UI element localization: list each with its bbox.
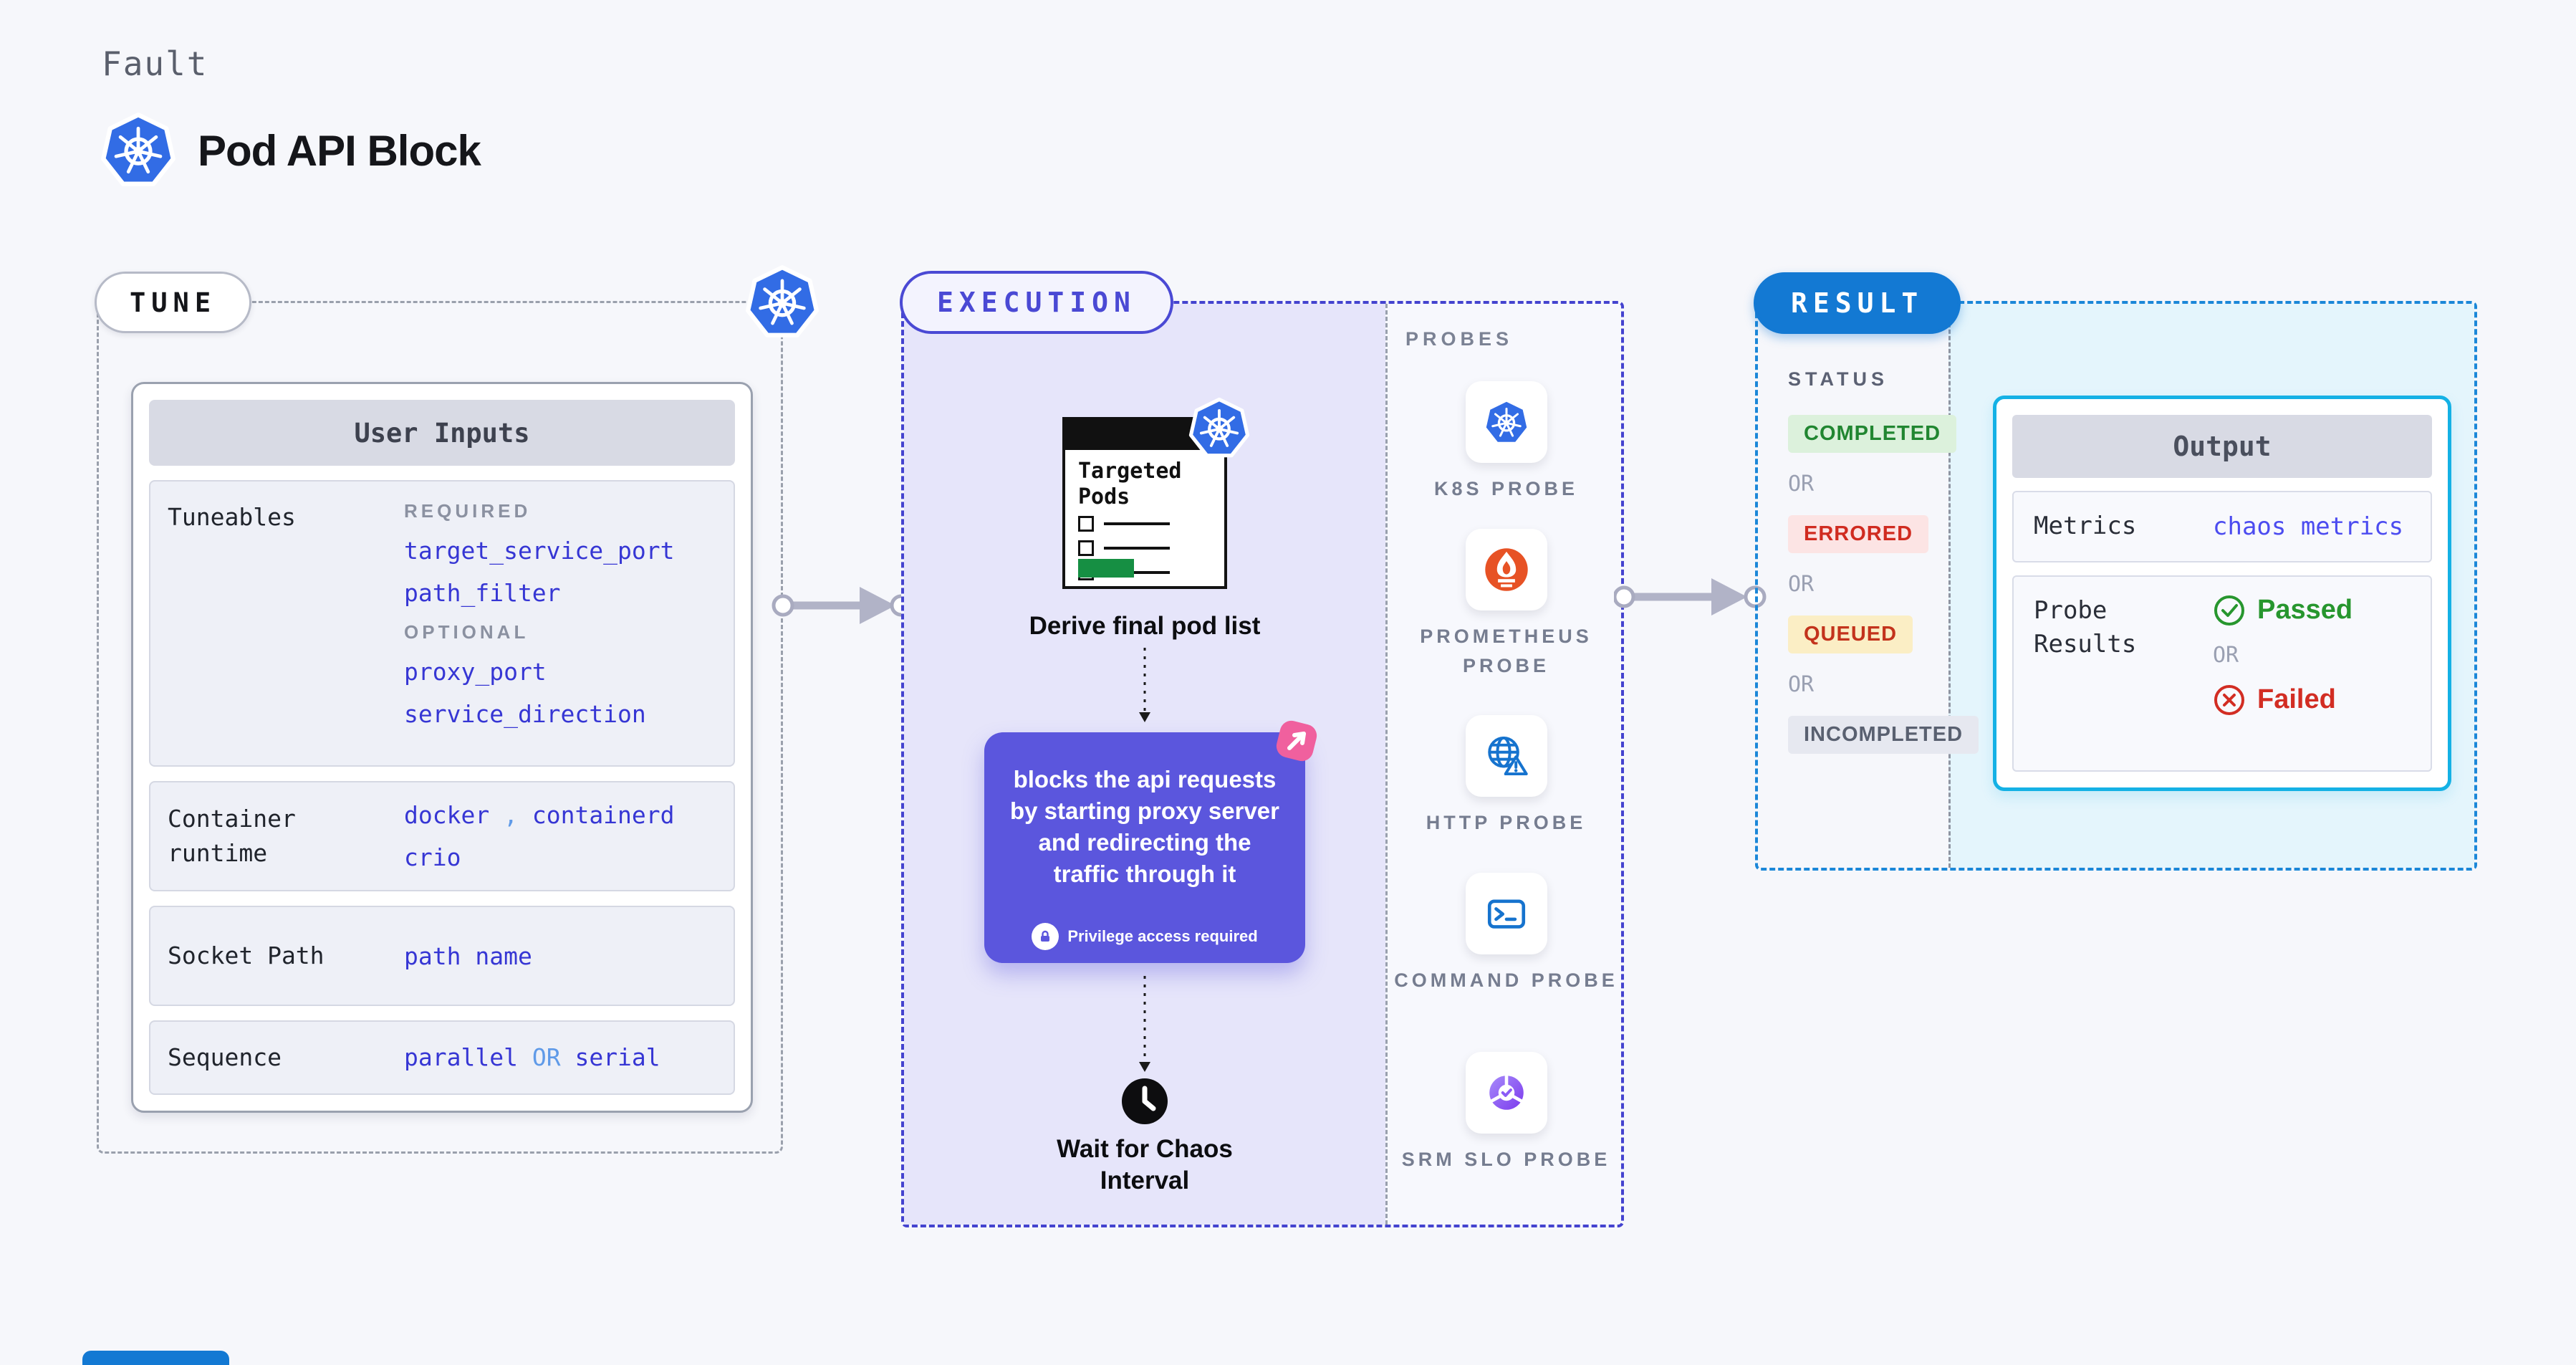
execution-to-result-arrow	[1614, 578, 1767, 616]
probes-divider	[1385, 304, 1388, 1225]
page-title: Pod API Block	[198, 127, 481, 175]
status-column: STATUS COMPLETED OR ERRORED OR QUEUED OR…	[1788, 368, 1979, 754]
kubernetes-icon	[100, 112, 176, 188]
param-service-direction: service_direction	[404, 700, 646, 728]
tuneables-label: Tuneables	[168, 503, 296, 531]
lock-icon	[1032, 923, 1059, 950]
optional-label: OPTIONAL	[404, 621, 529, 643]
or-separator: OR	[2213, 642, 2239, 668]
kubernetes-icon	[1188, 397, 1250, 459]
status-badge-completed: COMPLETED	[1788, 415, 1957, 453]
probe-item-k8s: K8S PROBE	[1385, 381, 1627, 504]
next-section-pill-cut	[82, 1351, 229, 1365]
user-inputs-card: User Inputs Tuneables REQUIRED target_se…	[131, 382, 753, 1113]
fault-action-card: blocks the api requests by starting prox…	[984, 720, 1317, 963]
probe-results-row: Probe Results Passed OR	[2012, 575, 2432, 772]
x-circle-icon	[2214, 684, 2244, 715]
probe-item-command: COMMAND PROBE	[1385, 873, 1627, 995]
pod-checklist-item	[1078, 516, 1170, 532]
flow-connector-arrow	[1139, 648, 1150, 722]
status-badge-queued: QUEUED	[1788, 616, 1913, 653]
kubernetes-icon	[1465, 381, 1547, 463]
user-inputs-header: User Inputs	[149, 400, 735, 466]
check-circle-icon	[2214, 595, 2244, 626]
status-badge-incompleted: INCOMPLETED	[1788, 716, 1979, 754]
http-icon	[1465, 715, 1547, 797]
or-separator: OR	[1788, 672, 1815, 697]
execution-section-label: EXECUTION	[900, 271, 1173, 334]
metrics-row: Metrics chaos metrics	[2012, 491, 2432, 562]
derive-pod-list-caption: Derive final pod list	[1029, 612, 1261, 640]
privilege-note: Privilege access required	[984, 923, 1305, 950]
probe-result-failed: Failed	[2213, 684, 2352, 717]
execution-section: EXECUTION Targeted Pods Derive final pod…	[900, 271, 1627, 1227]
probe-item-prometheus: PROMETHEUS PROBE	[1385, 529, 1627, 680]
status-badge-errored: ERRORED	[1788, 515, 1929, 553]
probe-results-label: Probe Results	[2034, 595, 2137, 659]
pods-progress-bar	[1078, 559, 1134, 578]
metrics-label: Metrics	[2034, 512, 2137, 540]
tune-section: TUNE User Inputs Tuneables REQUIRED targ…	[95, 301, 783, 1154]
result-section: RESULT STATUS COMPLETED OR ERRORED OR QU…	[1754, 272, 2477, 871]
result-divider	[1948, 304, 1951, 868]
container-runtime-row: Container runtime docker , containerd cr…	[149, 781, 735, 891]
param-target-service-port: target_service_port	[404, 537, 675, 565]
status-label: STATUS	[1788, 368, 1888, 390]
prometheus-icon	[1465, 529, 1547, 610]
param-proxy-port: proxy_port	[404, 658, 547, 686]
sequence-row: Sequence parallel OR serial	[149, 1020, 735, 1095]
targeted-pods-card: Targeted Pods	[1062, 417, 1227, 589]
sequence-value: parallel OR serial	[404, 1043, 660, 1072]
srm-slo-icon	[1465, 1052, 1547, 1134]
probe-result-passed: Passed	[2213, 594, 2352, 627]
socket-path-label: Socket Path	[168, 942, 325, 970]
socket-path-value: path name	[404, 942, 532, 970]
flow-connector-arrow	[1139, 976, 1150, 1072]
or-separator: OR	[1788, 572, 1815, 597]
tuneables-row: Tuneables REQUIRED target_service_port p…	[149, 480, 735, 767]
targeted-pods-title: Targeted Pods	[1078, 459, 1182, 509]
or-separator: OR	[1788, 471, 1815, 497]
clock-icon	[1122, 1078, 1168, 1124]
probes-column-label: PROBES	[1405, 328, 1514, 350]
runtime-values-line2: crio	[404, 843, 461, 871]
runtime-values-line1: docker , containerd	[404, 801, 675, 829]
pod-checklist-item	[1078, 540, 1170, 556]
tune-section-label: TUNE	[95, 272, 252, 333]
sequence-label: Sequence	[168, 1043, 282, 1071]
tune-to-execution-arrow	[772, 587, 913, 624]
result-section-label: RESULT	[1754, 272, 1961, 334]
output-card: Output Metrics chaos metrics Probe Resul…	[1993, 396, 2451, 791]
output-header: Output	[2012, 415, 2432, 478]
container-runtime-label: Container runtime	[168, 805, 296, 867]
probe-item-srm-slo: SRM SLO PROBE	[1385, 1052, 1627, 1174]
chaos-icon	[1276, 720, 1317, 762]
probe-item-http: HTTP PROBE	[1385, 715, 1627, 838]
param-path-filter: path_filter	[404, 579, 561, 607]
command-icon	[1465, 873, 1547, 954]
wait-chaos-caption: Wait for Chaos Interval	[1057, 1135, 1233, 1194]
fault-eyebrow: Fault	[102, 44, 208, 83]
required-label: REQUIRED	[404, 500, 532, 522]
metrics-value-link[interactable]: chaos metrics	[2213, 512, 2404, 541]
socket-path-row: Socket Path path name	[149, 906, 735, 1006]
kubernetes-icon	[745, 264, 820, 339]
fault-description: blocks the api requests by starting prox…	[1010, 766, 1279, 887]
